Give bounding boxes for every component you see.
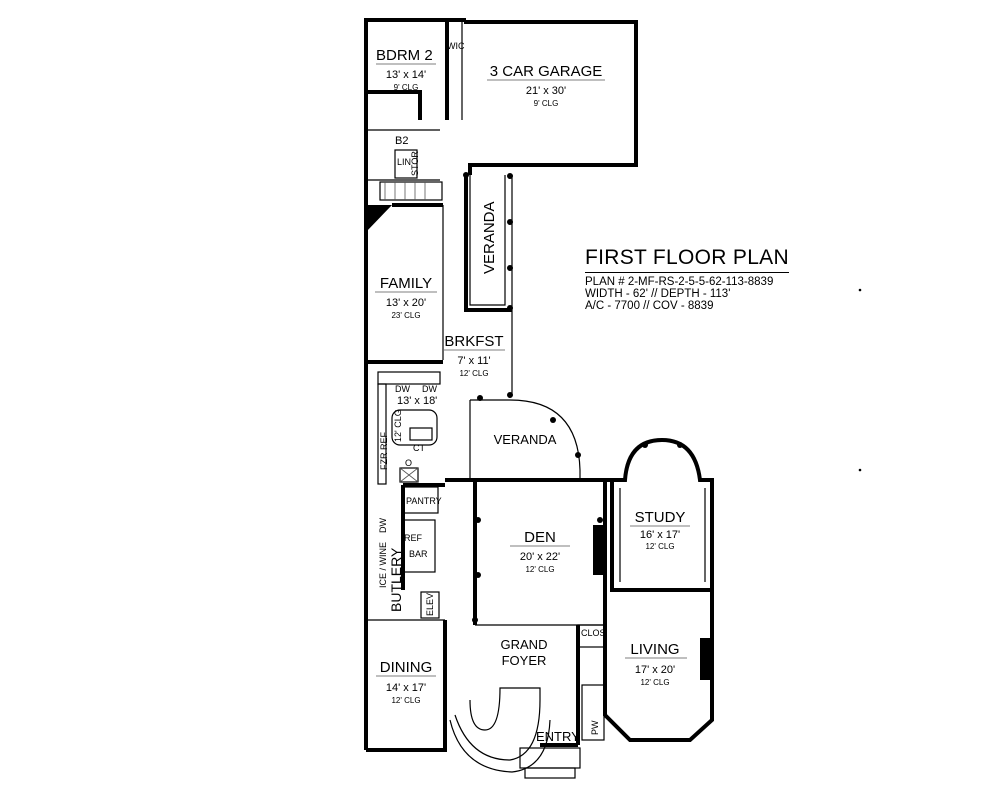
room-garage-size: 21' x 30' — [526, 85, 566, 97]
kitchen-fzr-ref: FZR REF — [379, 432, 389, 470]
room-elev-name: ELEV — [425, 593, 435, 616]
room-dining-name: DINING — [380, 659, 433, 676]
walls — [364, 18, 714, 779]
room-entry-name: ENTRY — [536, 729, 580, 744]
room-brkfst-size: 7' x 11' — [457, 355, 490, 367]
kitchen-oven: O — [405, 458, 412, 468]
room-foyer-name2: FOYER — [502, 653, 547, 668]
room-dining-clg: 12' CLG — [391, 696, 420, 705]
room-dining-size: 14' x 17' — [386, 682, 426, 694]
room-brkfst-clg: 12' CLG — [459, 369, 488, 378]
plan-dimensions: WIDTH - 62' // DEPTH - 113' — [585, 288, 731, 300]
room-labels: BDRM 2 13' x 14' 9' CLG WIC 3 CAR GARAGE… — [375, 41, 690, 744]
room-study-size: 16' x 17' — [640, 529, 680, 541]
room-pantry-name: PANTRY — [406, 496, 442, 506]
room-den-clg: 12' CLG — [525, 565, 554, 574]
room-bar-name: BAR — [409, 549, 428, 559]
room-family-size: 13' x 20' — [386, 297, 426, 309]
title-block: FIRST FLOOR PLAN PLAN # 2-MF-RS-2-5-5-62… — [585, 246, 789, 312]
columns — [463, 172, 862, 623]
room-clos-name: CLOS — [581, 628, 606, 638]
room-wic-name: WIC — [447, 41, 465, 51]
room-family-clg: 23' CLG — [391, 311, 420, 320]
room-brkfst-name: BRKFST — [444, 333, 503, 350]
room-study-clg: 12' CLG — [645, 542, 674, 551]
butlery-dw: DW — [378, 518, 388, 533]
room-veranda-mid-name: VERANDA — [494, 432, 557, 447]
plan-area: A/C - 7700 // COV - 8839 — [585, 300, 714, 312]
kitchen-ct: CT — [413, 443, 425, 453]
room-garage-clg: 9' CLG — [534, 99, 559, 108]
plan-number: PLAN # 2-MF-RS-2-5-5-62-113-8839 — [585, 276, 774, 288]
room-lin-name: LIN — [397, 157, 411, 167]
room-bdrm2-name: BDRM 2 — [376, 47, 433, 64]
room-veranda-top-name: VERANDA — [481, 201, 498, 274]
kitchen-dw1: DW — [395, 384, 410, 394]
room-bdrm2-size: 13' x 14' — [386, 69, 426, 81]
room-family-name: FAMILY — [380, 275, 432, 292]
kitchen-size: 13' x 18' — [397, 395, 437, 407]
room-butlery-name: BUTLERY — [388, 547, 404, 612]
plan-title: FIRST FLOOR PLAN — [585, 246, 789, 273]
room-bar-ref: REF — [404, 533, 423, 543]
room-study-name: STUDY — [635, 509, 686, 526]
room-den-name: DEN — [524, 529, 556, 546]
room-bdrm2-clg: 9' CLG — [394, 83, 419, 92]
room-garage-name: 3 CAR GARAGE — [490, 63, 603, 80]
kitchen-dw2: DW — [422, 384, 437, 394]
room-foyer-name1: GRAND — [501, 637, 548, 652]
room-living-name: LIVING — [630, 641, 679, 658]
room-living-clg: 12' CLG — [640, 678, 669, 687]
room-living-size: 17' x 20' — [635, 664, 675, 676]
room-stor-name: STOR — [410, 151, 420, 176]
room-den-size: 20' x 22' — [520, 551, 560, 563]
butlery-ice-wine: ICE / WINE — [378, 542, 388, 588]
kitchen-clg: 12' CLG — [393, 409, 403, 442]
room-b2-name: B2 — [395, 135, 408, 147]
room-pw-name: PW — [590, 720, 600, 735]
